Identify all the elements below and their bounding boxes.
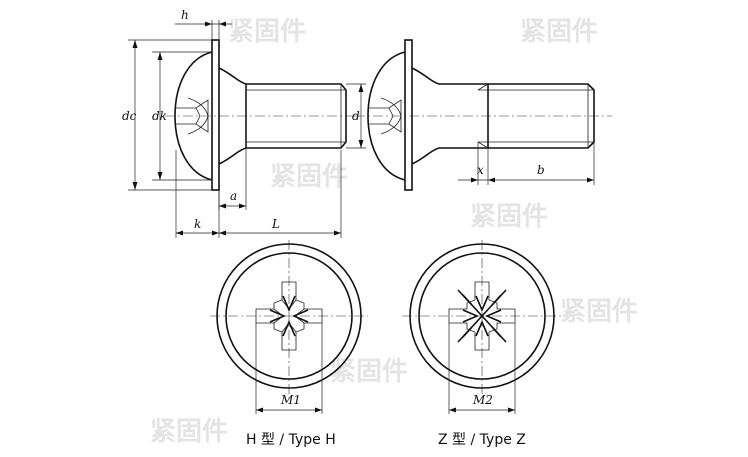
watermark-text: 紧固件 — [270, 162, 348, 192]
label-dk: dk — [152, 109, 167, 123]
neck-fillet-top — [218, 67, 247, 85]
arrowheads — [219, 203, 246, 209]
label-m1: M1 — [280, 393, 301, 407]
neck-fillet-bottom — [218, 147, 247, 165]
thread-section — [488, 83, 595, 149]
pozi-tick — [491, 294, 502, 306]
recess-wings — [462, 295, 502, 337]
arrowheads — [256, 407, 322, 413]
watermark-text: 紧固件 — [560, 297, 638, 327]
label-m2: M2 — [472, 393, 493, 407]
cross-recess — [448, 281, 516, 351]
label-b: b — [537, 163, 545, 177]
label-k: k — [194, 217, 201, 231]
head-circle — [225, 252, 353, 380]
watermark-text: 紧固件 — [470, 202, 548, 232]
cross-recess — [255, 281, 323, 351]
arrowheads — [449, 407, 515, 413]
top-view-type-z: M2 Z 型 / Type Z — [402, 240, 562, 448]
watermark-layer: 紧固件 紧固件 紧固件 紧固件 紧固件 紧固件 紧固件 — [150, 17, 638, 447]
thread-runout — [477, 141, 489, 149]
watermark-text: 紧固件 — [520, 17, 598, 47]
dome-head — [174, 51, 213, 181]
watermark-text: 紧固件 — [228, 17, 306, 47]
recess-tip — [388, 107, 394, 125]
recess-cone — [380, 97, 402, 135]
top-view-type-h: M1 H 型 / Type H — [210, 240, 368, 448]
arrowheads — [205, 21, 226, 27]
pozi-tick — [462, 294, 473, 306]
flange-circle — [409, 243, 555, 389]
pozi-tick — [462, 326, 473, 338]
thread-runout — [477, 83, 489, 91]
neck-fillet-bottom — [411, 147, 440, 165]
plain-shank — [439, 83, 489, 149]
head-circle — [418, 252, 546, 380]
flange-circle — [216, 243, 362, 389]
recess-cone — [187, 97, 209, 135]
watermark-text: 紧固件 — [150, 417, 228, 447]
washer-flange — [211, 39, 220, 191]
washer-flange — [404, 39, 413, 191]
arrowheads — [358, 84, 364, 148]
label-a: a — [230, 189, 237, 203]
pozi-tick — [491, 326, 502, 338]
label-dc: dc — [122, 109, 137, 123]
caption-type-z: Z 型 / Type Z — [438, 432, 526, 448]
dome-head — [367, 51, 406, 181]
recess-wings — [269, 295, 309, 337]
side-view-right: x b — [355, 39, 612, 191]
recess-tip — [195, 107, 201, 125]
side-view-left: h dc dk d a k L — [122, 8, 366, 238]
neck-fillet-top — [411, 67, 440, 85]
label-L: L — [271, 217, 280, 231]
caption-type-h: H 型 / Type H — [246, 432, 336, 448]
watermark-text: 紧固件 — [330, 357, 408, 387]
label-h: h — [181, 8, 189, 22]
label-x: x — [477, 163, 484, 177]
